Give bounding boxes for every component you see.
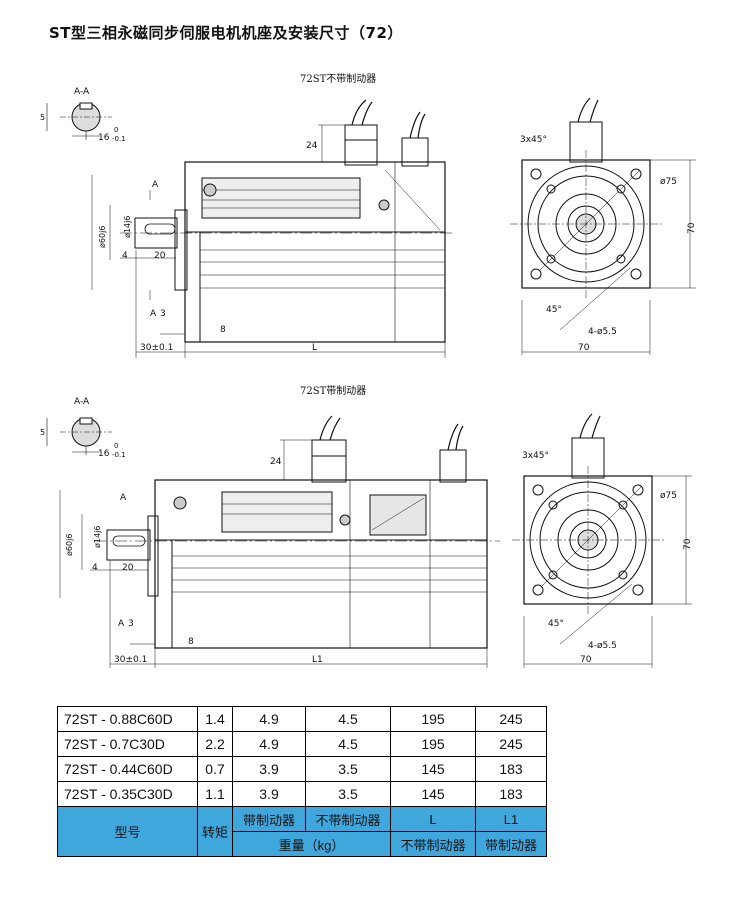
flange-h-bottom: 70 — [683, 538, 693, 550]
dim-8-top: 8 — [220, 325, 226, 335]
weight-brake-cell: 4.9 — [232, 706, 306, 732]
shaft-tol-bottom: 16 — [98, 449, 110, 459]
model-cell: 72ST - 0.88C60D — [57, 706, 198, 732]
shaft-tol-upper-top: 0 — [114, 126, 118, 134]
header-brake: 带制动器 — [475, 831, 547, 857]
shaft-dia-bottom: ø14j6 — [93, 526, 102, 548]
weight-nobrake-cell: 4.5 — [305, 731, 391, 757]
header-L: L — [390, 806, 476, 832]
length-l-cell: 145 — [390, 781, 476, 807]
length-L1: L1 — [312, 655, 323, 665]
chamfer-bottom: 3x45° — [522, 451, 549, 461]
arrow-a3-bottom: A — [118, 619, 125, 629]
length-l-cell: 145 — [390, 756, 476, 782]
header-without-brake: 不带制动器 — [305, 806, 391, 832]
dim-3-bottom: 3 — [128, 619, 134, 629]
side-view-with-brake — [59, 415, 500, 668]
bolt-circle-top: ø75 — [660, 177, 677, 187]
torque-cell: 1.1 — [197, 781, 233, 807]
key-len-top: 20 — [154, 251, 166, 261]
spigot-top: ø60j6 — [98, 226, 107, 248]
section-label-bottom: A-A — [74, 397, 90, 407]
table-row: 72ST - 0.35C30D 1.1 3.9 3.5 145 183 — [57, 781, 547, 807]
arrow-a-top: A — [152, 180, 159, 190]
table-header-row: 重量（kg） 不带制动器 带制动器 — [58, 831, 547, 857]
header-L1: L1 — [475, 806, 547, 832]
flange-w-top: 70 — [578, 343, 590, 353]
length-l-cell: 195 — [390, 706, 476, 732]
weight-nobrake-cell: 3.5 — [305, 756, 391, 782]
weight-nobrake-cell: 3.5 — [305, 781, 391, 807]
flange-h-top: 70 — [687, 222, 697, 234]
weight-brake-cell: 3.9 — [232, 781, 306, 807]
weight-brake-cell: 3.9 — [232, 756, 306, 782]
torque-cell: 0.7 — [197, 756, 233, 782]
weight-nobrake-cell: 4.5 — [305, 706, 391, 732]
length-l1-cell: 245 — [475, 706, 547, 732]
chamfer-top: 3x45° — [520, 135, 547, 145]
weight-brake-cell: 4.9 — [232, 731, 306, 757]
drawing-with-brake: A-A 5 16 0 -0.1 — [40, 384, 693, 668]
shaft-tol-top: 16 — [98, 133, 110, 143]
holes-bottom: 4-ø5.5 — [588, 641, 617, 651]
spec-table: 72ST - 0.88C60D 1.4 4.9 4.5 195 245 72ST… — [57, 706, 547, 857]
header-weight: 重量（kg） — [232, 831, 391, 857]
angle-bottom: 45° — [548, 619, 564, 629]
dim-3-top: 3 — [160, 309, 166, 319]
section-a-a-bottom: A-A 5 16 0 -0.1 — [40, 397, 126, 459]
arrow-a3-top: A — [150, 309, 157, 319]
holes-top: 4-ø5.5 — [588, 327, 617, 337]
shaft-dia-top: ø14j6 — [123, 216, 132, 238]
shaft-tol-lower-bottom: -0.1 — [112, 451, 126, 459]
length-l1-cell: 245 — [475, 731, 547, 757]
section-label-top: A-A — [74, 87, 90, 97]
shaft-len-top: 30±0.1 — [140, 343, 173, 353]
dim-24-top: 24 — [306, 141, 318, 151]
motor-drawings: A-A 5 16 0 -0.1 — [40, 72, 697, 668]
header-no-brake: 不带制动器 — [390, 831, 476, 857]
length-l-cell: 195 — [390, 731, 476, 757]
key-width-bottom: 5 — [40, 428, 45, 437]
length-l1-cell: 183 — [475, 781, 547, 807]
caption-with-brake: 72ST带制动器 — [300, 384, 366, 397]
key-4-bottom: 4 — [92, 563, 98, 573]
table-row: 72ST - 0.44C60D 0.7 3.9 3.5 145 183 — [57, 756, 547, 782]
page-title: ST型三相永磁同步伺服电机机座及安装尺寸（72） — [49, 24, 403, 42]
end-view-no-brake — [510, 97, 696, 355]
torque-cell: 1.4 — [197, 706, 233, 732]
section-a-a-top: A-A 5 16 0 -0.1 — [40, 87, 126, 143]
key-4-top: 4 — [122, 251, 128, 261]
shaft-tol-upper-bottom: 0 — [114, 442, 118, 450]
torque-cell: 2.2 — [197, 731, 233, 757]
flange-w-bottom: 70 — [580, 655, 592, 665]
table-row: 72ST - 0.7C30D 2.2 4.9 4.5 195 245 — [57, 731, 547, 757]
table-header-row: 型号 转矩 带制动器 不带制动器 L L1 — [57, 806, 547, 857]
model-cell: 72ST - 0.7C30D — [57, 731, 198, 757]
shaft-len-bottom: 30±0.1 — [114, 655, 147, 665]
end-view-with-brake — [512, 413, 692, 668]
header-torque: 转矩 — [197, 806, 233, 857]
dim-24-bottom: 24 — [270, 457, 282, 467]
key-len-bottom: 20 — [122, 563, 134, 573]
model-cell: 72ST - 0.35C30D — [57, 781, 198, 807]
length-L: L — [312, 343, 317, 353]
bolt-circle-bottom: ø75 — [660, 491, 677, 501]
arrow-a-bottom: A — [120, 493, 127, 503]
key-width-top: 5 — [40, 113, 45, 122]
header-model: 型号 — [57, 806, 198, 857]
shaft-tol-lower-top: -0.1 — [112, 135, 126, 143]
spigot-bottom: ø60j6 — [65, 534, 74, 556]
drawing-no-brake: A-A 5 16 0 -0.1 — [40, 72, 697, 358]
model-cell: 72ST - 0.44C60D — [57, 756, 198, 782]
header-with-brake: 带制动器 — [232, 806, 306, 832]
dim-8-bottom: 8 — [188, 637, 194, 647]
angle-top: 45° — [546, 305, 562, 315]
side-view-no-brake — [91, 99, 455, 358]
table-row: 72ST - 0.88C60D 1.4 4.9 4.5 195 245 — [57, 706, 547, 732]
caption-no-brake: 72ST不带制动器 — [300, 72, 376, 85]
length-l1-cell: 183 — [475, 756, 547, 782]
